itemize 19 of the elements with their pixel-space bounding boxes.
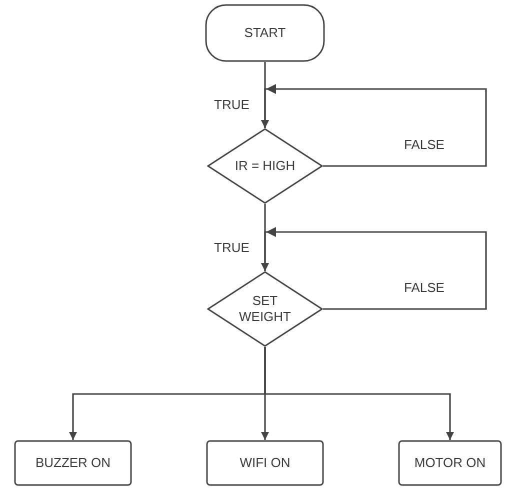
edge-label: FALSE: [403, 280, 446, 295]
edge-label: TRUE: [213, 97, 250, 112]
node-label: SET WEIGHT: [238, 292, 292, 326]
process-box: [206, 440, 324, 486]
decision-diamond: [207, 271, 323, 347]
node-label: WIFI ON: [240, 454, 290, 472]
arrow: [264, 347, 454, 440]
process-box: [398, 440, 502, 486]
node-label: START: [244, 24, 286, 42]
terminator-box: [205, 4, 325, 62]
arrow: [261, 227, 487, 310]
arrow: [261, 84, 487, 167]
process-box: [14, 440, 132, 486]
edge-label: TRUE: [213, 240, 250, 255]
node-label: IR = HIGH: [234, 158, 296, 174]
decision-diamond: [207, 128, 323, 204]
node-label: MOTOR ON: [414, 454, 486, 472]
node-label: BUZZER ON: [35, 454, 111, 472]
edge-label: FALSE: [403, 137, 446, 152]
